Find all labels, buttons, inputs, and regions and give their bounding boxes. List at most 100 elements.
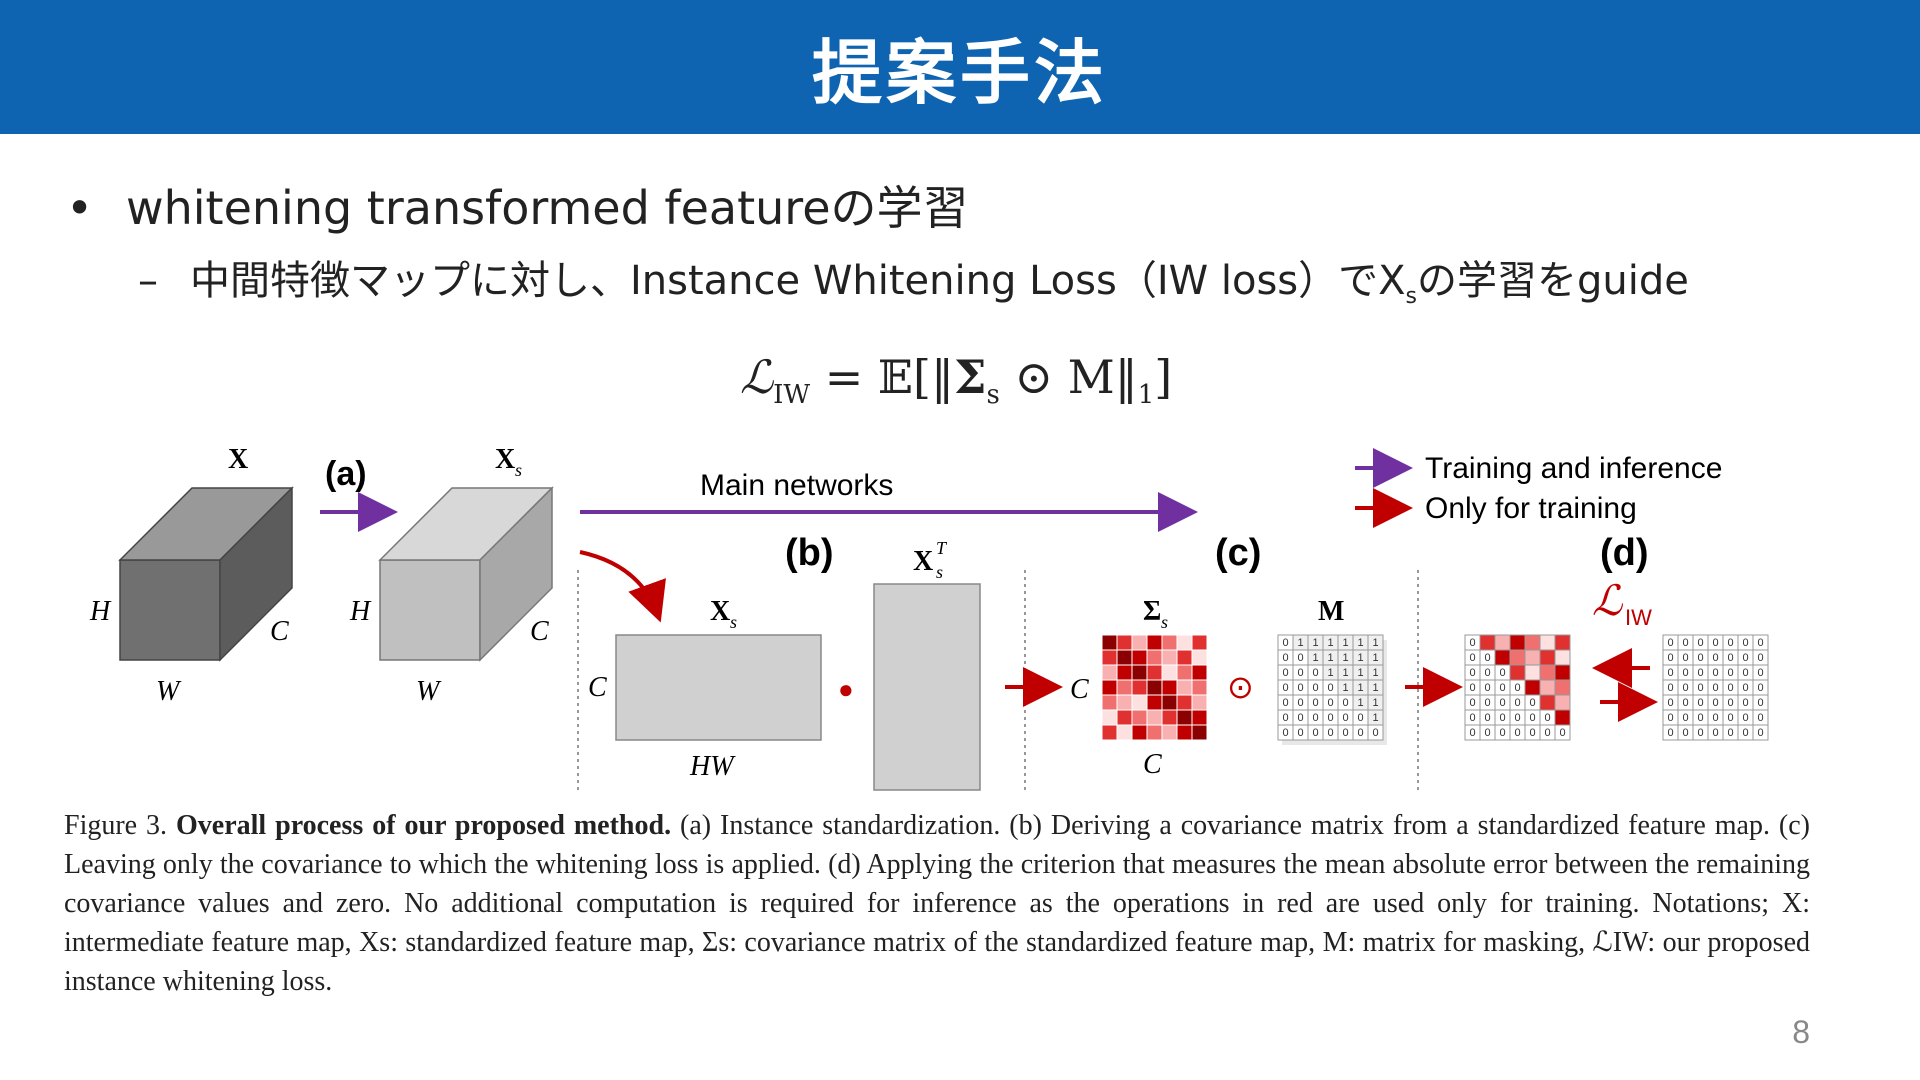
heatmap-cell (1131, 694, 1148, 711)
mask-cell (1367, 724, 1384, 741)
masked-cell (1509, 649, 1526, 666)
zero-value: 0 (1667, 652, 1673, 664)
method-figure: X H C W (a) X s H C W Main networks Trai… (89, 444, 1769, 791)
mask-value: 0 (1282, 712, 1288, 724)
heatmap-cell (1101, 649, 1118, 666)
mask-value: 0 (1282, 682, 1288, 694)
masked-value: 0 (1514, 727, 1520, 739)
masked-value: 0 (1484, 712, 1490, 724)
mask-value: 1 (1357, 697, 1363, 709)
figure-caption: Figure 3. Overall process of our propose… (64, 806, 1810, 1001)
cube-x (118, 486, 294, 662)
slide-title: 提案手法 (812, 31, 1108, 114)
page-number: 8 (1792, 1014, 1810, 1050)
formula-sigma: Σ (953, 350, 987, 404)
mask-value: 0 (1282, 637, 1288, 649)
mask-value: 0 (1297, 697, 1303, 709)
label-xs-matrix: X (710, 596, 730, 627)
label-w-1: W (156, 676, 182, 707)
heatmap-cell (1176, 634, 1193, 651)
masked-value: 0 (1499, 712, 1505, 724)
mask-value: 0 (1282, 652, 1288, 664)
mask-value: 1 (1327, 667, 1333, 679)
zero-value: 0 (1682, 652, 1688, 664)
sub-bullet-marker: – (138, 258, 158, 304)
masked-cell (1539, 694, 1556, 711)
heatmap-cell (1116, 634, 1133, 651)
zero-value: 0 (1712, 727, 1718, 739)
heatmap-cell (1161, 709, 1178, 726)
masked-value: 0 (1469, 637, 1475, 649)
heatmap-cell (1146, 724, 1163, 741)
zero-value: 0 (1727, 667, 1733, 679)
masked-value: 0 (1499, 697, 1505, 709)
heatmap-cell (1146, 709, 1163, 726)
heatmap-cell (1116, 694, 1133, 711)
mask-value: 0 (1312, 697, 1318, 709)
masked-cell (1539, 649, 1556, 666)
formula-norm-sub: 1 (1137, 380, 1155, 411)
masked-value: 0 (1484, 667, 1490, 679)
masked-cell (1509, 634, 1526, 651)
heatmap-cell (1161, 694, 1178, 711)
zero-value: 0 (1742, 697, 1748, 709)
formula-sigma-sub: s (986, 380, 1000, 411)
formula-loss-symbol: ℒ (740, 350, 774, 404)
heatmap-cell (1191, 694, 1208, 711)
zero-value: 0 (1727, 637, 1733, 649)
label-xst-sub: s (936, 562, 943, 582)
masked-cell (1524, 649, 1541, 666)
mask-value: 0 (1312, 667, 1318, 679)
heatmap-cell (1191, 709, 1208, 726)
heatmap-cell (1116, 664, 1133, 681)
sub-bullet-text-a: 中間特徴マップに対し、Instance Whitening Loss（IW lo… (190, 258, 1406, 304)
zero-value: 0 (1742, 652, 1748, 664)
label-liw-sub: IW (1625, 605, 1652, 630)
masked-value: 0 (1529, 697, 1535, 709)
heatmap-cell (1161, 649, 1178, 666)
heatmap-cell (1101, 724, 1118, 741)
masked-value: 0 (1469, 652, 1475, 664)
zero-value: 0 (1667, 697, 1673, 709)
zero-value: 0 (1667, 667, 1673, 679)
zero-value: 0 (1742, 712, 1748, 724)
zero-cell (1752, 724, 1769, 741)
label-main-networks: Main networks (700, 469, 893, 502)
zero-value: 0 (1682, 682, 1688, 694)
heatmap-cell (1176, 709, 1193, 726)
mask-value: 1 (1357, 667, 1363, 679)
mask-value: 0 (1312, 682, 1318, 694)
arrow-curved-training (579, 550, 666, 623)
zero-value: 0 (1697, 667, 1703, 679)
zero-value: 0 (1697, 682, 1703, 694)
heatmap-cell (1161, 634, 1178, 651)
zero-value: 0 (1727, 652, 1733, 664)
sub-bullet-text-b: の学習をguide (1417, 258, 1689, 304)
zero-value: 0 (1742, 727, 1748, 739)
zero-value: 0 (1727, 697, 1733, 709)
zero-value: 0 (1697, 712, 1703, 724)
zero-value: 0 (1712, 667, 1718, 679)
heatmap-cell (1131, 724, 1148, 741)
zero-value: 0 (1697, 697, 1703, 709)
zero-value: 0 (1697, 637, 1703, 649)
masked-cell (1479, 634, 1496, 651)
heatmap-cell (1191, 679, 1208, 696)
masked-value: 0 (1484, 727, 1490, 739)
zero-value: 0 (1727, 682, 1733, 694)
heatmap-cell (1146, 634, 1163, 651)
masked-value: 0 (1469, 727, 1475, 739)
label-w-2: W (416, 676, 442, 707)
zero-value: 0 (1682, 712, 1688, 724)
label-c-5: C (1143, 749, 1162, 780)
heatmap-cell (1191, 634, 1208, 651)
heatmap-cell (1116, 649, 1133, 666)
zero-value: 0 (1712, 697, 1718, 709)
zero-value: 0 (1727, 727, 1733, 739)
mask-value: 0 (1297, 652, 1303, 664)
zero-value: 0 (1682, 667, 1688, 679)
label-sigma: Σ (1143, 596, 1161, 627)
masked-cell (1554, 664, 1571, 681)
zero-value: 0 (1742, 637, 1748, 649)
covariance-heatmap (1101, 634, 1208, 741)
